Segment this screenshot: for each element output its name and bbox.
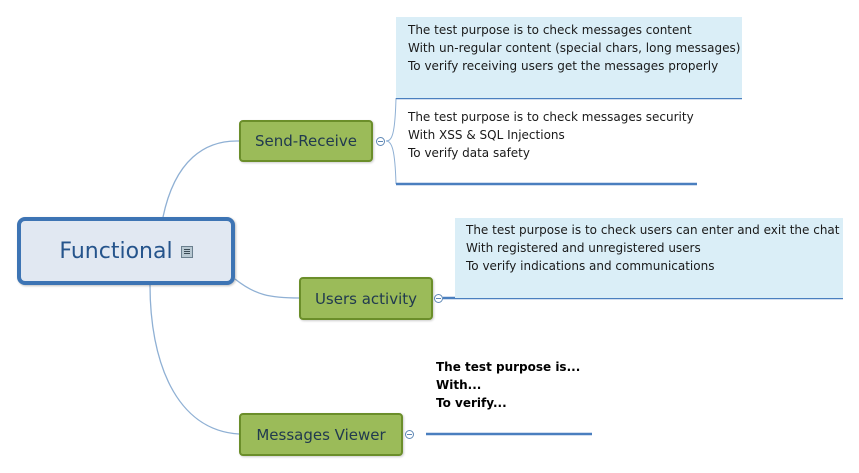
note-users-activity[interactable]: The test purpose is to check users can e… (455, 218, 843, 298)
note-line: With registered and unregistered users (466, 241, 701, 255)
note-line: With XSS & SQL Injections (408, 128, 565, 142)
note-line: To verify indications and communications (466, 259, 715, 273)
collapse-toggle-icon[interactable] (405, 430, 414, 439)
note-line: To verify... (436, 396, 507, 410)
link-note-2 (385, 140, 397, 185)
note-line: The test purpose is... (436, 360, 581, 374)
topic-send-receive[interactable]: Send-Receive (239, 120, 373, 162)
note-line: The test purpose is to check messages se… (408, 110, 694, 124)
link-users-activity (234, 278, 300, 299)
topic-label: Users activity (314, 289, 418, 308)
note-line: The test purpose is to check users can e… (466, 223, 840, 237)
link-note-1 (385, 97, 397, 142)
note-line: With... (436, 378, 482, 392)
note-messages-viewer[interactable]: The test purpose is... With... To verify… (426, 358, 592, 418)
topic-users-activity[interactable]: Users activity (299, 277, 433, 320)
topic-messages-viewer[interactable]: Messages Viewer (239, 413, 403, 456)
note-line: The test purpose is to check messages co… (408, 23, 692, 37)
link-send-receive (162, 140, 240, 218)
central-topic-title: Functional (59, 238, 173, 264)
note-line: To verify receiving users get the messag… (408, 59, 719, 73)
link-messages-viewer (149, 284, 240, 435)
topic-label: Messages Viewer (256, 425, 386, 444)
note-line: To verify data safety (408, 146, 530, 160)
collapse-toggle-icon[interactable] (434, 294, 443, 303)
topic-label: Send-Receive (255, 132, 357, 150)
central-topic[interactable]: Functional (17, 217, 235, 285)
note-line: With un-regular content (special chars, … (408, 41, 741, 55)
note-icon[interactable] (180, 246, 193, 258)
collapse-toggle-icon[interactable] (376, 137, 385, 146)
note-messages-security[interactable]: The test purpose is to check messages se… (396, 106, 697, 184)
note-messages-content[interactable]: The test purpose is to check messages co… (396, 17, 742, 98)
